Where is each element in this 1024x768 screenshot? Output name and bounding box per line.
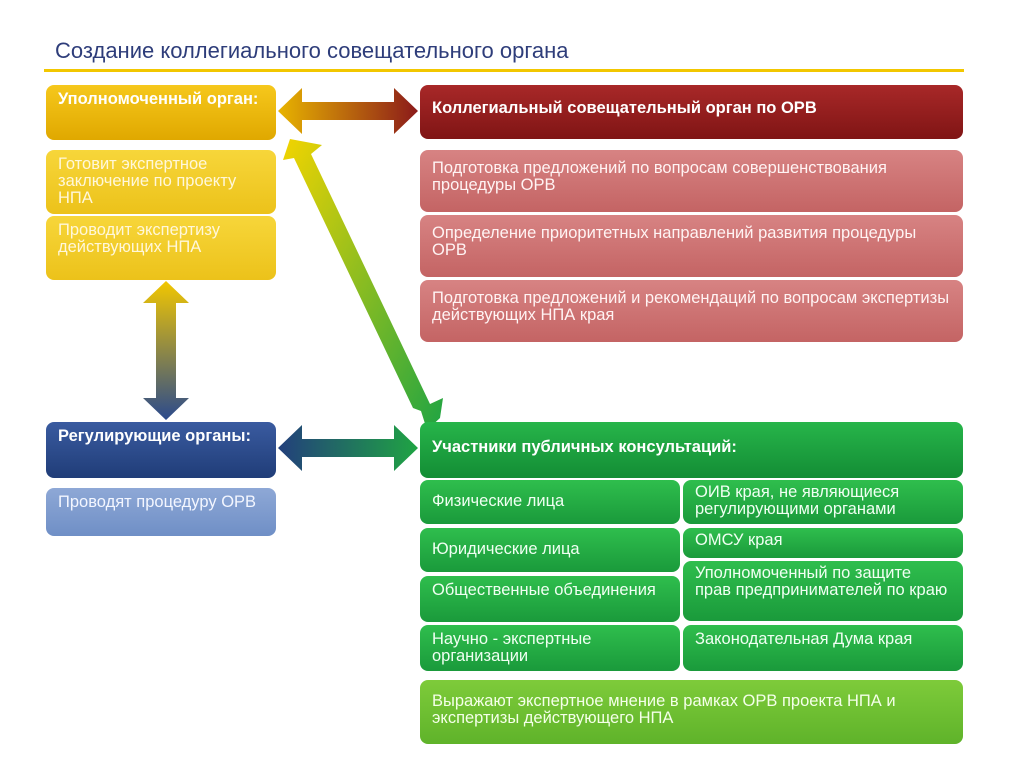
participants-footer-text: Выражают экспертное мнение в рамках ОРВ … [432, 692, 896, 727]
participant-individuals: Физические лица [420, 480, 680, 524]
regulators-header-text: Регулирующие органы: [58, 427, 251, 445]
authorized-council-arrow [278, 88, 418, 134]
council-header: Коллегиальный совещательный орган по ОРВ [420, 85, 963, 139]
regulators-participants-arrow [278, 425, 418, 471]
participant-public-associations: Общественные объединения [420, 576, 680, 622]
authorized-item-text: Готовит экспертное заключение по проекту… [58, 155, 237, 207]
participant-text: Физические лица [432, 492, 565, 510]
participant-text: Научно - экспертные организации [432, 630, 592, 665]
participant-text: Общественные объединения [432, 581, 656, 599]
title-divider [44, 69, 964, 72]
participant-regional-executive-bodies: ОИВ края, не являющиеся регулирующими ор… [683, 480, 963, 524]
authorized-item-expert-opinion: Готовит экспертное заключение по проекту… [46, 150, 276, 214]
participants-header-text: Участники публичных консультаций: [432, 438, 737, 456]
authorized-regulators-arrow [143, 281, 189, 420]
council-item-text: Определение приоритетных направлений раз… [432, 224, 917, 259]
regulators-item: Проводят процедуру ОРВ [46, 488, 276, 536]
council-item-text: Подготовка предложений и рекомендаций по… [432, 289, 950, 324]
authorized-participants-arrow [283, 139, 443, 430]
participant-legislative-duma: Законодательная Дума края [683, 625, 963, 671]
council-item-text: Подготовка предложений по вопросам совер… [432, 159, 887, 194]
authorized-item-expertise: Проводит экспертизу действующих НПА [46, 216, 276, 280]
participant-business-ombudsman: Уполномоченный по защите прав предприним… [683, 561, 963, 621]
participant-text: Законодательная Дума края [695, 630, 913, 648]
participants-header: Участники публичных консультаций: [420, 422, 963, 478]
participant-text: ОМСУ края [695, 531, 783, 549]
participant-text: Юридические лица [432, 540, 580, 558]
participant-text: ОИВ края, не являющиеся регулирующими ор… [695, 483, 900, 518]
regulators-header: Регулирующие органы: [46, 422, 276, 478]
council-item-proposals: Подготовка предложений по вопросам совер… [420, 150, 963, 212]
council-item-recommendations: Подготовка предложений и рекомендаций по… [420, 280, 963, 342]
regulators-item-text: Проводят процедуру ОРВ [58, 493, 257, 511]
council-item-priorities: Определение приоритетных направлений раз… [420, 215, 963, 277]
participants-footer: Выражают экспертное мнение в рамках ОРВ … [420, 680, 963, 744]
council-header-text: Коллегиальный совещательный орган по ОРВ [432, 99, 817, 117]
participant-local-government: ОМСУ края [683, 528, 963, 558]
participant-text: Уполномоченный по защите прав предприним… [695, 564, 948, 599]
authorized-body-header: Уполномоченный орган: [46, 85, 276, 140]
authorized-body-header-text: Уполномоченный орган: [58, 90, 259, 108]
authorized-item-text: Проводит экспертизу действующих НПА [58, 221, 220, 256]
participant-research-organizations: Научно - экспертные организации [420, 625, 680, 671]
participant-legal-entities: Юридические лица [420, 528, 680, 572]
page-title: Создание коллегиального совещательного о… [55, 38, 569, 63]
